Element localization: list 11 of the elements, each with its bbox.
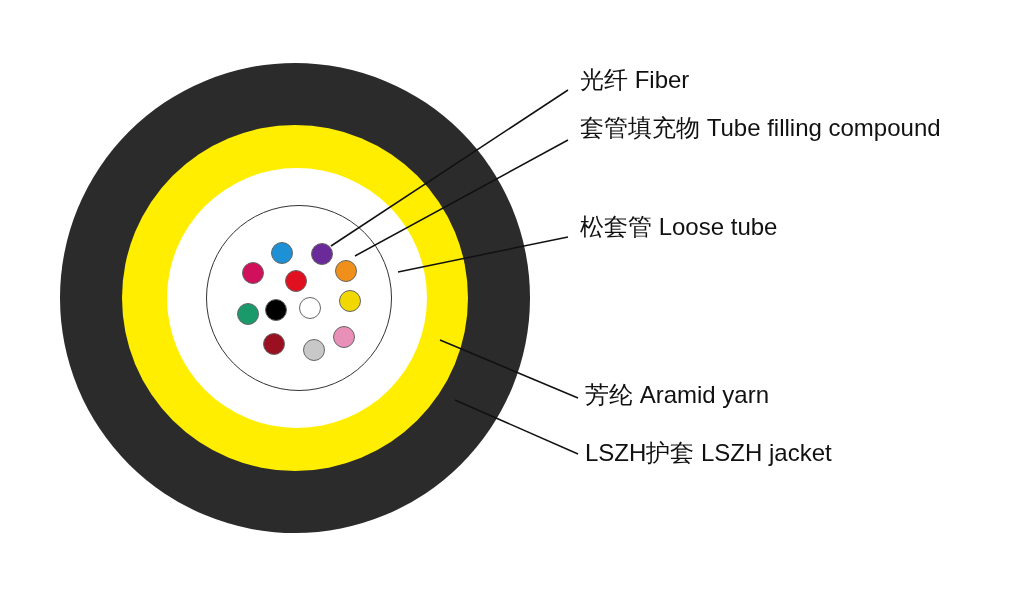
part-label: 芳纶 Aramid yarn (585, 381, 770, 409)
leader-line (454, 399, 579, 455)
leader-line (330, 89, 569, 247)
leader-line (397, 236, 569, 273)
part-label: 光纤 Fiber (580, 66, 690, 94)
leader-line (439, 339, 579, 399)
part-label: 套管填充物 Tube filling compound (580, 114, 941, 142)
fiber-circle (311, 243, 333, 265)
part-label: 松套管 Loose tube (580, 213, 778, 241)
part-label: LSZH护套 LSZH jacket (585, 439, 832, 467)
leader-line (354, 139, 569, 257)
